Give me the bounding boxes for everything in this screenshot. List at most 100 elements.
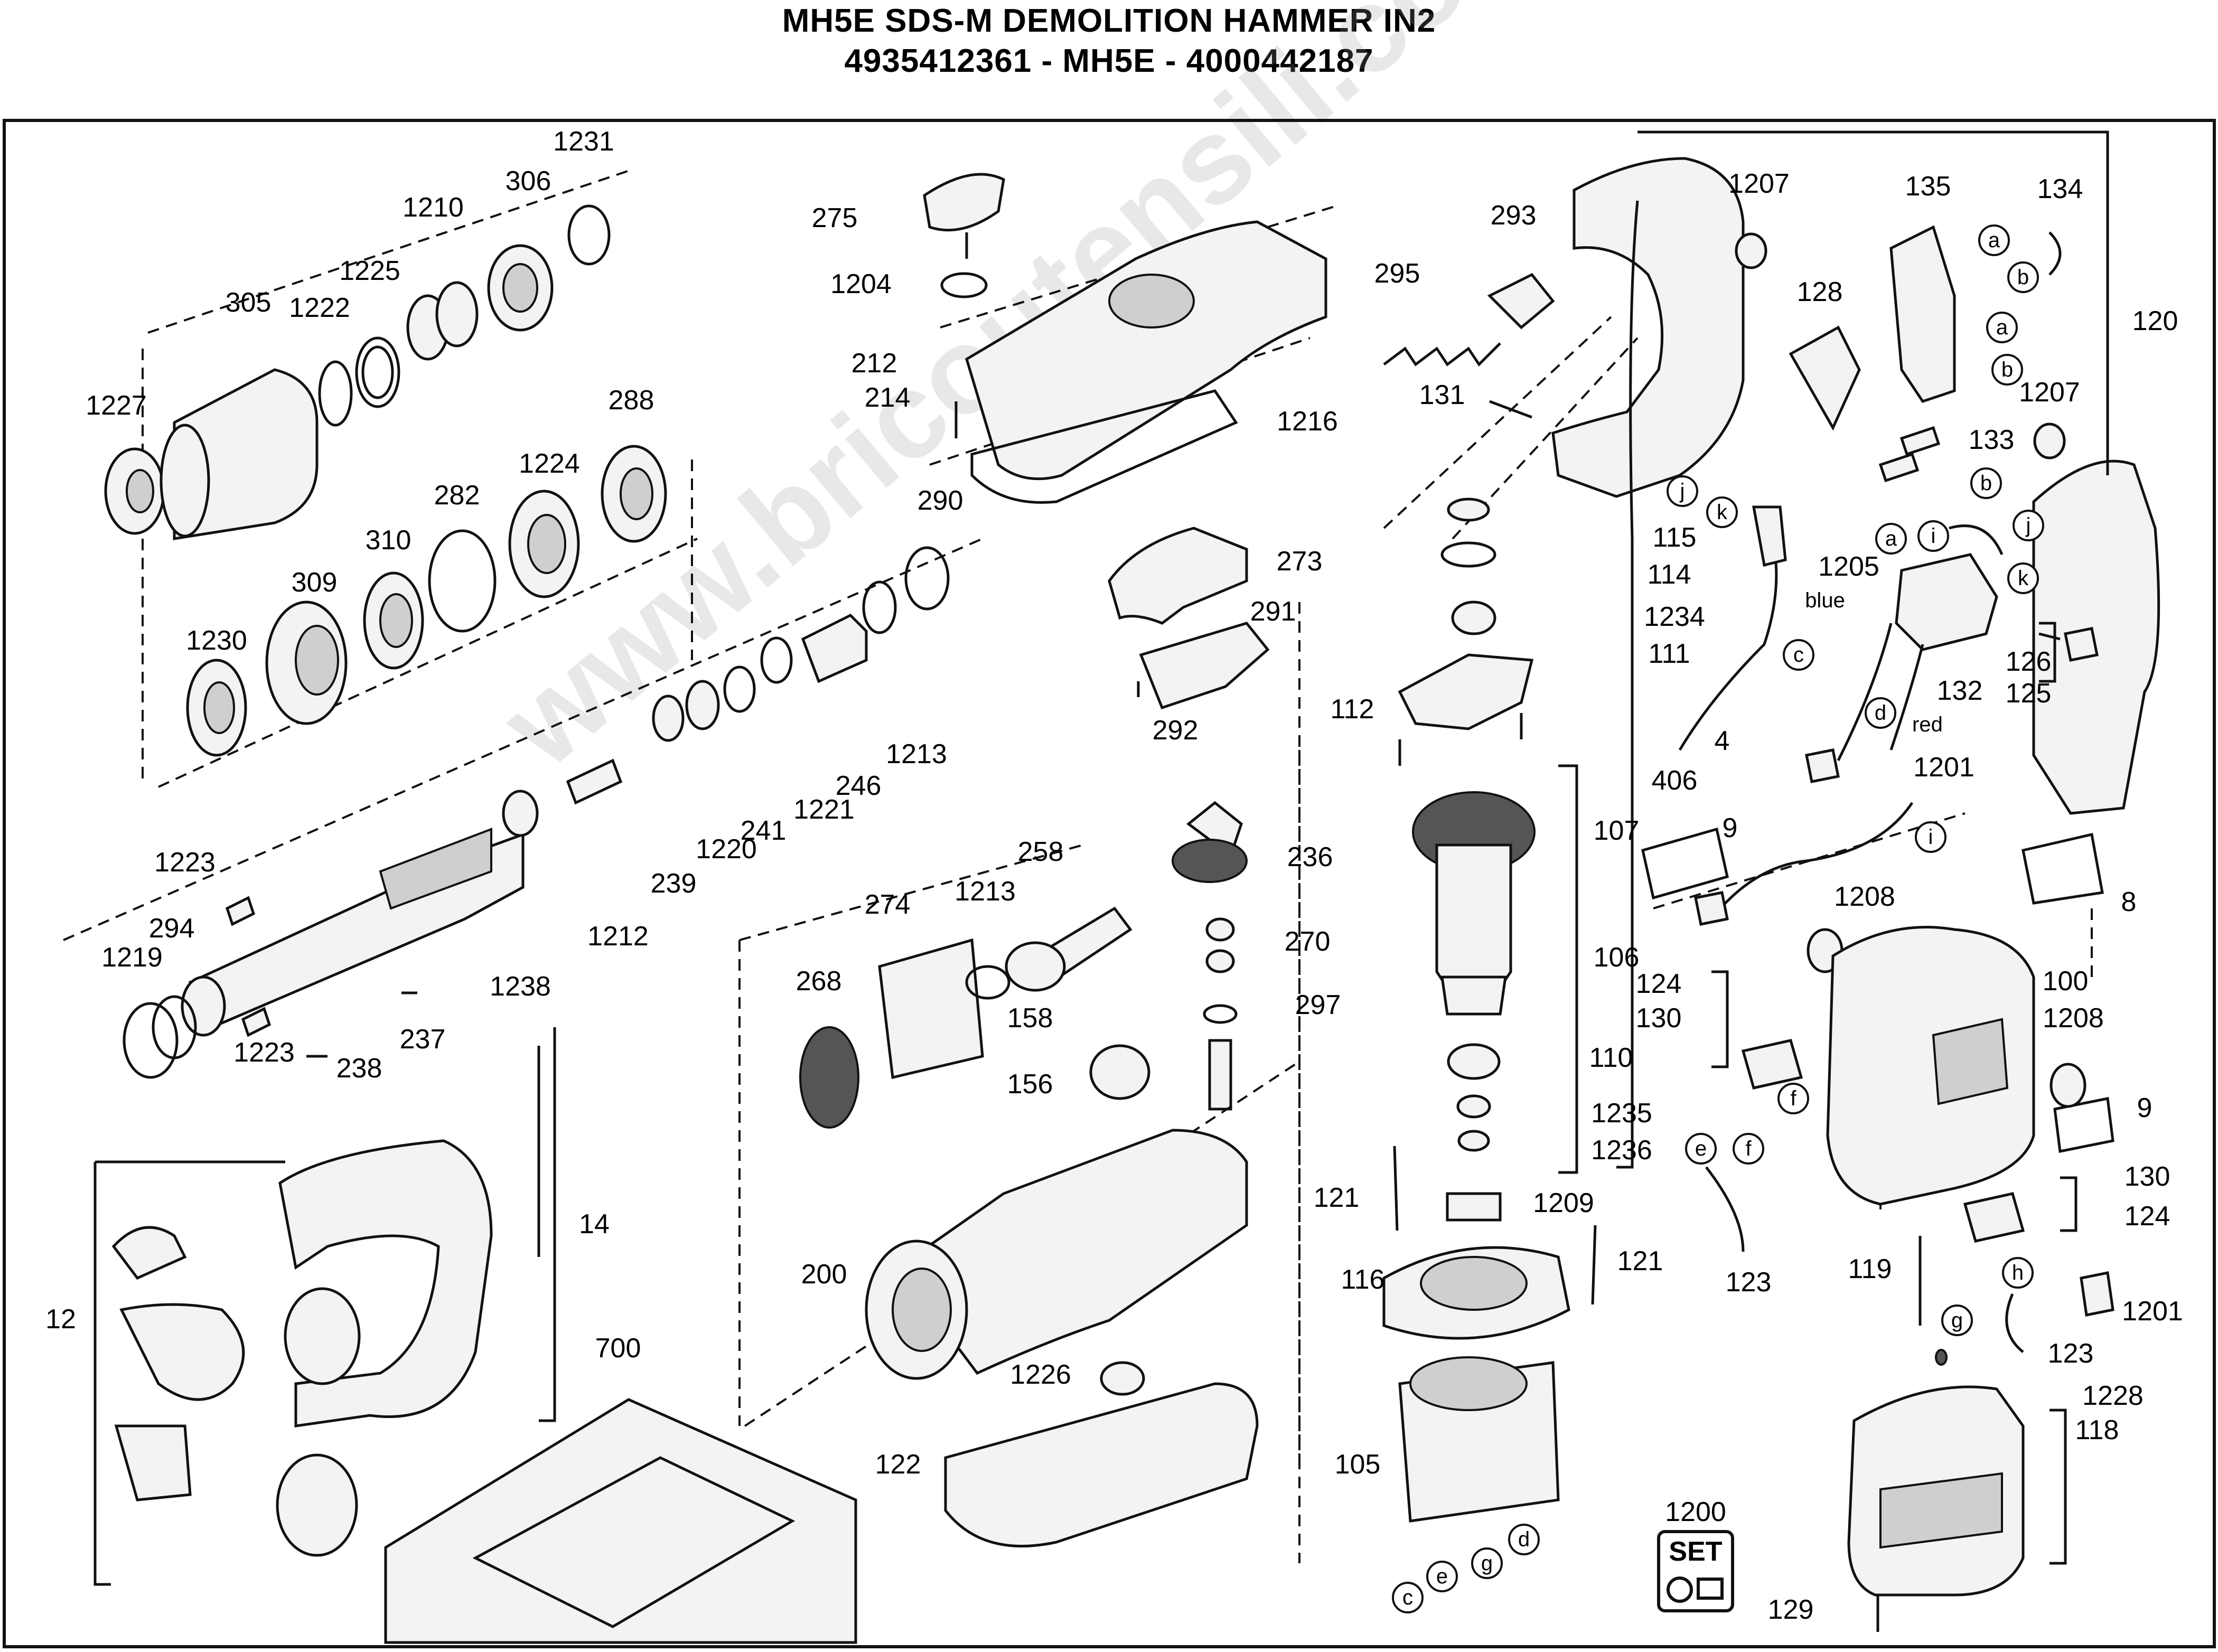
svg-text:i: i — [1931, 524, 1936, 548]
part-label-106: 106 — [1594, 942, 1640, 973]
part-label-239: 239 — [651, 868, 697, 899]
part-label-1223a: 1223 — [154, 847, 216, 878]
part-label-1226: 1226 — [1010, 1359, 1071, 1390]
part-label-1234: 1234 — [1644, 602, 1705, 632]
svg-text:f: f — [1745, 1137, 1752, 1160]
svg-text:b: b — [2017, 266, 2029, 289]
part-label-156: 156 — [1007, 1069, 1053, 1100]
connector-letter-i: i — [1917, 520, 1949, 552]
connector-letter-k: k — [2007, 562, 2039, 594]
part-label-293: 293 — [1491, 200, 1537, 231]
connector-letter-b: b — [1970, 467, 2002, 499]
part-label-135: 135 — [1905, 171, 1951, 202]
part-label-115: 115 — [1653, 522, 1697, 553]
part-label-131: 131 — [1419, 380, 1465, 410]
handle-and-case — [93, 1027, 857, 1644]
part-label-1212: 1212 — [587, 921, 649, 952]
connector-letter-d: d — [1508, 1524, 1540, 1555]
part-label-291: 291 — [1250, 596, 1296, 627]
part-label-1235: 1235 — [1591, 1098, 1652, 1129]
part-label-124b: 124 — [2125, 1201, 2170, 1232]
connector-letter-j: j — [1667, 475, 1698, 507]
gear-housing-top — [923, 173, 1337, 1111]
connector-letter-c: c — [1392, 1582, 1424, 1613]
leader-406 — [1629, 200, 1639, 539]
connector-letter-a: a — [1986, 312, 2018, 343]
part-label-110: 110 — [1589, 1043, 1633, 1073]
part-label-1210: 1210 — [403, 192, 464, 223]
part-label-123a: 123 — [1726, 1267, 1772, 1298]
part-label-200: 200 — [801, 1259, 847, 1290]
part-label-309: 309 — [292, 567, 338, 598]
part-label-214: 214 — [865, 382, 911, 413]
part-label-1208b: 1208 — [2043, 1003, 2104, 1034]
part-label-105: 105 — [1335, 1449, 1381, 1480]
connector-letter-f: f — [1777, 1083, 1809, 1114]
svg-text:g: g — [1951, 1309, 1963, 1332]
connector-letter-b: b — [2007, 261, 2039, 293]
part-label-133: 133 — [1969, 425, 2015, 455]
part-label-1222: 1222 — [289, 293, 350, 323]
connector-letter-f: f — [1733, 1133, 1764, 1165]
part-label-1227: 1227 — [86, 390, 147, 421]
diagram-frame — [3, 119, 2216, 1648]
rear-handle-group — [1551, 130, 2160, 815]
svg-text:i: i — [1929, 825, 1933, 849]
connector-letter-b: b — [1991, 354, 2023, 386]
part-label-295: 295 — [1374, 258, 1420, 289]
part-label-112: 112 — [1331, 694, 1374, 725]
part-label-118: 118 — [2075, 1415, 2119, 1446]
svg-text:h: h — [2012, 1261, 2024, 1284]
part-label-132: 132 — [1937, 675, 1983, 706]
part-label-107: 107 — [1594, 815, 1640, 846]
connector-letter-e: e — [1685, 1133, 1717, 1165]
part-label-1205: 1205 — [1818, 551, 1879, 582]
part-label-1236: 1236 — [1591, 1135, 1652, 1166]
part-label-125: 125 — [2006, 678, 2052, 709]
set-badge-text: SET — [1669, 1536, 1722, 1567]
part-label-122: 122 — [875, 1449, 921, 1480]
connector-letter-g: g — [1941, 1304, 1973, 1336]
part-label-1200: 1200 — [1665, 1497, 1726, 1527]
part-label-8: 8 — [2121, 887, 2137, 917]
svg-text:j: j — [2026, 514, 2031, 537]
connector-letter-g: g — [1471, 1547, 1503, 1579]
drive-group — [738, 602, 1300, 1563]
part-label-310: 310 — [366, 525, 411, 556]
part-label-1201b: 1201 — [2122, 1296, 2183, 1327]
connector-letter-c: c — [1783, 639, 1814, 671]
part-label-111: 111 — [1648, 639, 1690, 669]
svg-text:f: f — [1790, 1087, 1796, 1110]
part-label-128: 128 — [1797, 277, 1843, 307]
svg-text:c: c — [1402, 1586, 1413, 1609]
part-label-297: 297 — [1295, 990, 1341, 1020]
part-label-1238: 1238 — [490, 971, 551, 1002]
part-label-1207a: 1207 — [1728, 168, 1790, 199]
connector-letter-d: d — [1865, 697, 1896, 729]
connector-letter-a: a — [1875, 523, 1907, 555]
motor-group — [1298, 273, 1639, 1523]
part-label-306: 306 — [506, 166, 551, 196]
svg-text:k: k — [2018, 567, 2029, 590]
connector-letter-e: e — [1426, 1561, 1458, 1592]
part-label-1231: 1231 — [553, 126, 614, 157]
part-label-237: 237 — [400, 1024, 446, 1055]
part-label-236: 236 — [1287, 842, 1333, 872]
svg-text:d: d — [1518, 1528, 1530, 1551]
part-label-294: 294 — [149, 913, 195, 944]
part-label-120: 120 — [2132, 306, 2178, 336]
wire-label-red: red — [1912, 713, 1943, 736]
part-label-275: 275 — [812, 203, 858, 233]
svg-text:e: e — [1436, 1565, 1448, 1588]
part-label-1221: 1221 — [793, 794, 855, 825]
part-label-406: 406 — [1652, 765, 1698, 796]
part-label-114: 114 — [1648, 559, 1691, 590]
part-label-1230: 1230 — [186, 625, 247, 656]
svg-text:j: j — [1680, 480, 1685, 503]
connector-letter-j: j — [2013, 510, 2044, 541]
svg-text:a: a — [1988, 229, 2000, 252]
part-label-158: 158 — [1007, 1003, 1053, 1034]
part-label-1209: 1209 — [1533, 1188, 1594, 1218]
part-label-1228: 1228 — [2082, 1381, 2144, 1411]
